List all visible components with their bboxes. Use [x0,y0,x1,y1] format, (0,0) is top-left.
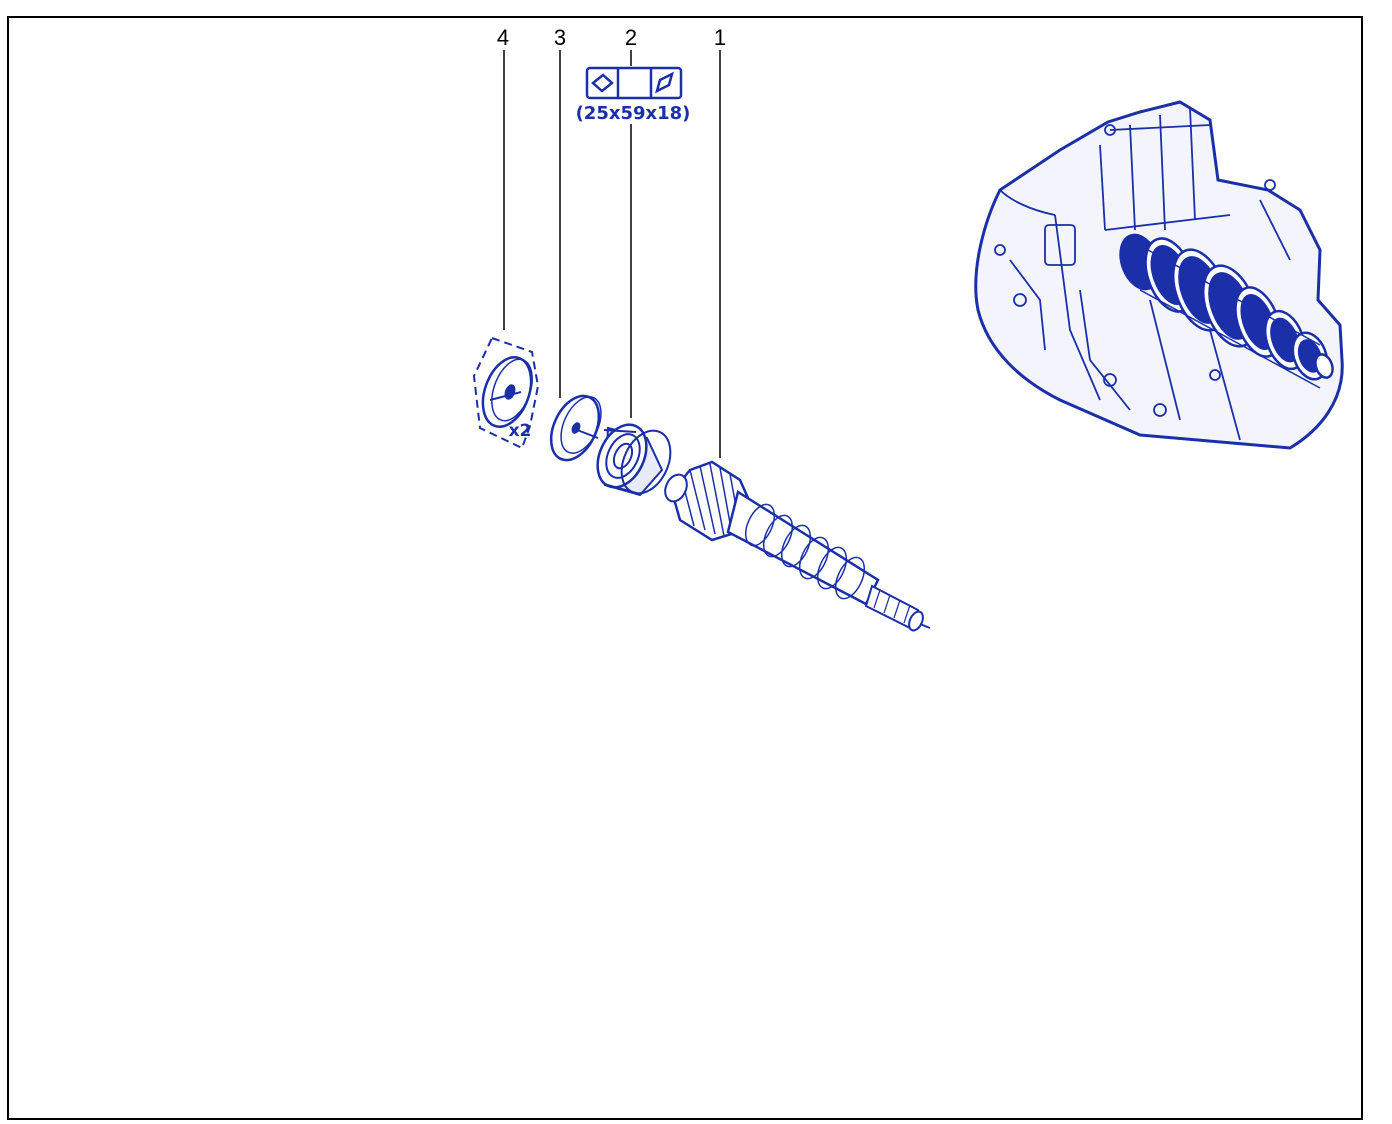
gearbox-gear-cluster [1119,233,1334,389]
leader-lines [503,50,721,458]
bearing-dimensions-label: (25x59x18) [576,103,691,124]
gearbox-assembly-icon [974,100,1344,450]
shim-icon [549,394,602,462]
shim-quantity-label: x2 [509,421,532,441]
callout-3-number: 3 [554,25,566,50]
callout-4-number: 4 [497,25,509,50]
callout-1-number: 1 [714,25,726,50]
bearing-mount-symbol-icon [585,66,683,100]
shim-set-icon [472,336,540,450]
bearing-icon [596,423,672,497]
input-shaft-icon [664,460,931,632]
callout-2-number: 2 [625,25,637,50]
